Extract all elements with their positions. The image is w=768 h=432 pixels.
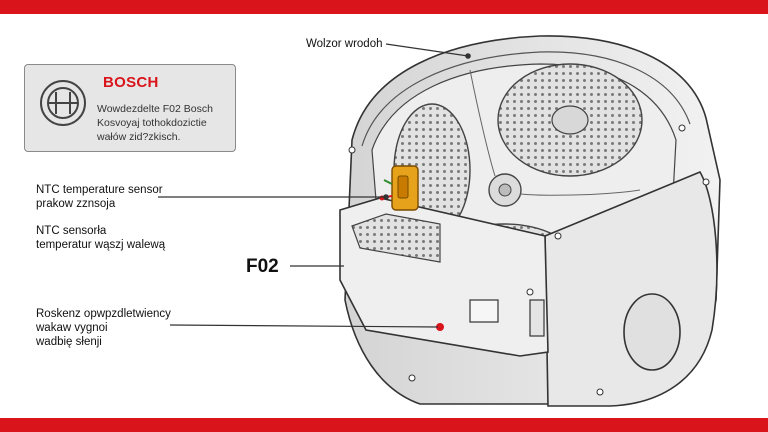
ntc-sensor-icon: [379, 165, 419, 211]
lower-module: [339, 197, 549, 357]
callout-ntc1-line1: NTC temperature sensor: [36, 184, 163, 196]
callout-bottom-line2: wakaw vygnoi: [36, 322, 108, 334]
callout-top: Wolzor wrodoh: [306, 38, 383, 50]
brand-line-1: Wowdezdelte F02 Bosch: [97, 103, 213, 115]
top-red-bar: [0, 0, 768, 14]
callout-bottom-line1: Roskenz opwpzdletwiency: [36, 308, 171, 320]
callout-bottom-line3: wadbię słenji: [36, 336, 102, 348]
front-panel: [544, 170, 718, 407]
brand-card: BOSCH Wowdezdelte F02 Bosch Kosvoyaj tot…: [24, 64, 236, 152]
indicator-dot: [436, 323, 444, 331]
brand-line-2: Kosvoyaj tothokdozictie: [97, 117, 207, 129]
housing-screws: [348, 124, 686, 396]
bosch-logo-icon: [40, 80, 86, 126]
brand-name: BOSCH: [103, 74, 159, 91]
callout-ntc2-line1: NTC sensorła: [36, 225, 107, 237]
callout-ntc1-line2: prakow zznsoja: [36, 198, 116, 210]
callout-ntc2-line2: temperatur wąszj walewą: [36, 239, 166, 251]
leader-lines: [158, 43, 471, 328]
bottom-red-bar: [0, 418, 768, 432]
brand-line-3: wałów zid?zkisch.: [97, 131, 181, 143]
error-code-label: F02: [246, 256, 279, 277]
